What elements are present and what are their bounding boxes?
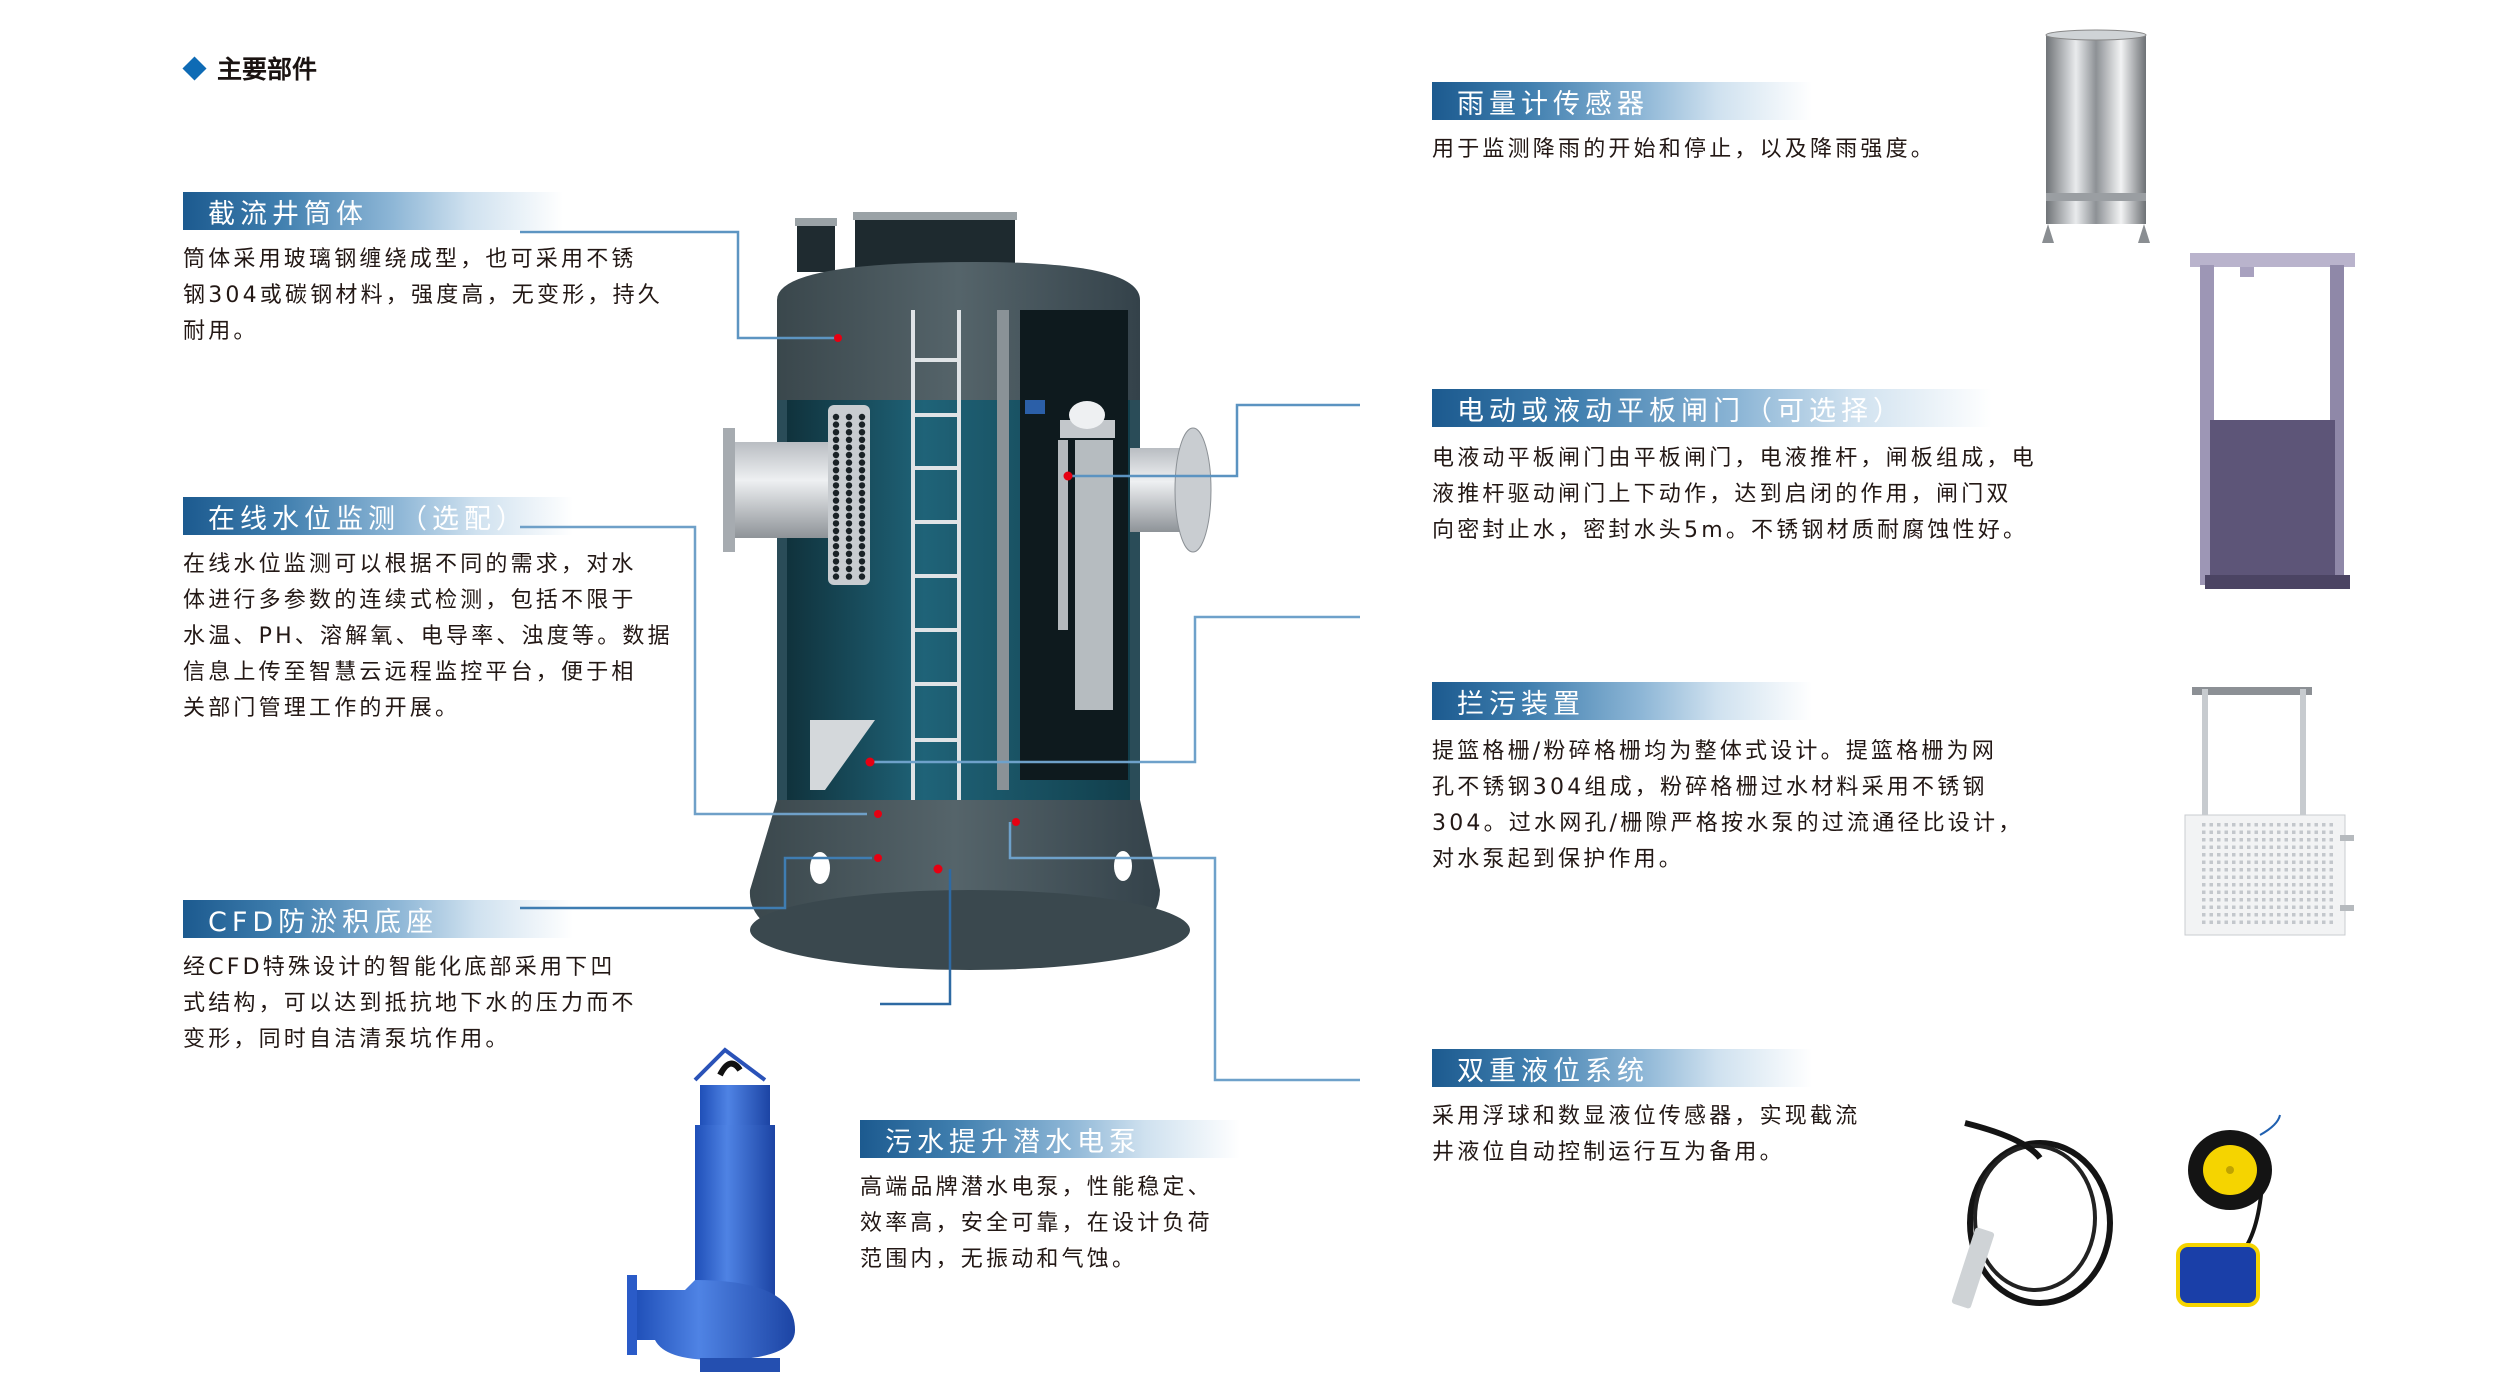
component-gate: 电动或液动平板闸门（可选择） 电液动平板闸门由平板闸门，电液推杆，闸板组成，电 … [1432, 389, 2037, 549]
connector-well-body [520, 230, 838, 340]
component-dual-level: 双重液位系统 采用浮球和数显液位传感器，实现截流 井液位自动控制运行互为备用。 [1432, 1049, 1860, 1171]
marker-water-monitoring [874, 810, 882, 818]
heading-rain-gauge: 雨量计传感器 [1432, 82, 1812, 120]
desc-rain-gauge: 用于监测降雨的开始和停止，以及降雨强度。 [1432, 137, 1937, 162]
desc-dual-level: 采用浮球和数显液位传感器，实现截流 井液位自动控制运行互为备用。 [1432, 1104, 1861, 1165]
connector-gate [1068, 403, 1360, 478]
desc-water-monitoring: 在线水位监测可以根据不同的需求，对水 体进行多参数的连续式检测，包括不限于 水温… [183, 552, 673, 721]
desc-cfd-base: 经CFD特殊设计的智能化底部采用下凹 式结构，可以达到抵抗地下水的压力而不 变形… [183, 955, 637, 1052]
marker-well-body [834, 334, 842, 342]
connector-trash-screen [870, 615, 1360, 764]
marker-dual-level [1012, 818, 1020, 826]
section-title-text: 主要部件 [217, 55, 318, 84]
trash-screen-image [2184, 687, 2354, 936]
riser-pipe [997, 310, 1009, 790]
drain-hole [810, 852, 830, 884]
hatch-small [797, 222, 835, 272]
component-cfd-base: CFD防淤积底座 经CFD特殊设计的智能化底部采用下凹 式结构，可以达到抵抗地下… [183, 900, 637, 1058]
gate-actuator [1058, 440, 1068, 630]
ladder [911, 310, 961, 800]
section-title: 主要部件 [182, 50, 318, 86]
desc-sewage-pump: 高端品牌潜水电泵，性能稳定、 效率高，安全可靠，在设计负荷 范围内，无振动和气蚀… [860, 1175, 1213, 1272]
desc-gate: 电液动平板闸门由平板闸门，电液推杆，闸板组成，电 液推杆驱动闸门上下动作，达到启… [1432, 446, 2037, 543]
level-transducer-image [1951, 1120, 2113, 1309]
component-water-monitoring: 在线水位监测（选配） 在线水位监测可以根据不同的需求，对水 体进行多参数的连续式… [183, 497, 673, 727]
component-well-body: 截流井筒体 筒体采用玻璃钢缠绕成型，也可采用不锈 钢304或碳钢材料，强度高，无… [183, 192, 663, 350]
float-switch-image [2176, 1114, 2281, 1307]
marker-pump [933, 864, 943, 874]
heading-gate: 电动或液动平板闸门（可选择） [1432, 389, 1992, 427]
component-trash-screen: 拦污装置 提篮格栅/粉碎格栅均为整体式设计。提篮格栅为网 孔不锈钢304组成，粉… [1432, 682, 2023, 878]
heading-cfd-base: CFD防淤积底座 [183, 900, 573, 938]
rain-gauge-image [2042, 29, 2150, 243]
heading-sewage-pump: 污水提升潜水电泵 [860, 1120, 1240, 1158]
component-sewage-pump: 污水提升潜水电泵 高端品牌潜水电泵，性能稳定、 效率高，安全可靠，在设计负荷 范… [860, 1120, 1240, 1278]
desc-trash-screen: 提篮格栅/粉碎格栅均为整体式设计。提篮格栅为网 孔不锈钢304组成，粉碎格栅过水… [1432, 739, 2024, 872]
flat-gate-image [2190, 253, 2355, 589]
marker-trash-screen [865, 757, 875, 767]
bottom-slide [810, 720, 875, 790]
connector-pump [880, 869, 952, 1006]
heading-well-body: 截流井筒体 [183, 192, 563, 230]
submersible-pump-image [627, 1047, 795, 1372]
desc-well-body: 筒体采用玻璃钢缠绕成型，也可采用不锈 钢304或碳钢材料，强度高，无变形，持久 … [183, 247, 663, 344]
connector-water-monitoring [520, 525, 867, 816]
interception-well-illustration [723, 212, 1212, 970]
heading-trash-screen: 拦污装置 [1432, 682, 1812, 720]
marker-gate [1063, 471, 1073, 481]
heading-dual-level: 双重液位系统 [1432, 1049, 1812, 1087]
connector-dual-level [1008, 822, 1360, 1082]
marker-cfd-base [874, 854, 882, 862]
component-rain-gauge: 雨量计传感器 用于监测降雨的开始和停止，以及降雨强度。 [1432, 82, 1936, 168]
connector-cfd-base [520, 856, 872, 910]
heading-water-monitoring: 在线水位监测（选配） [183, 497, 573, 535]
basket-screen [828, 405, 870, 585]
